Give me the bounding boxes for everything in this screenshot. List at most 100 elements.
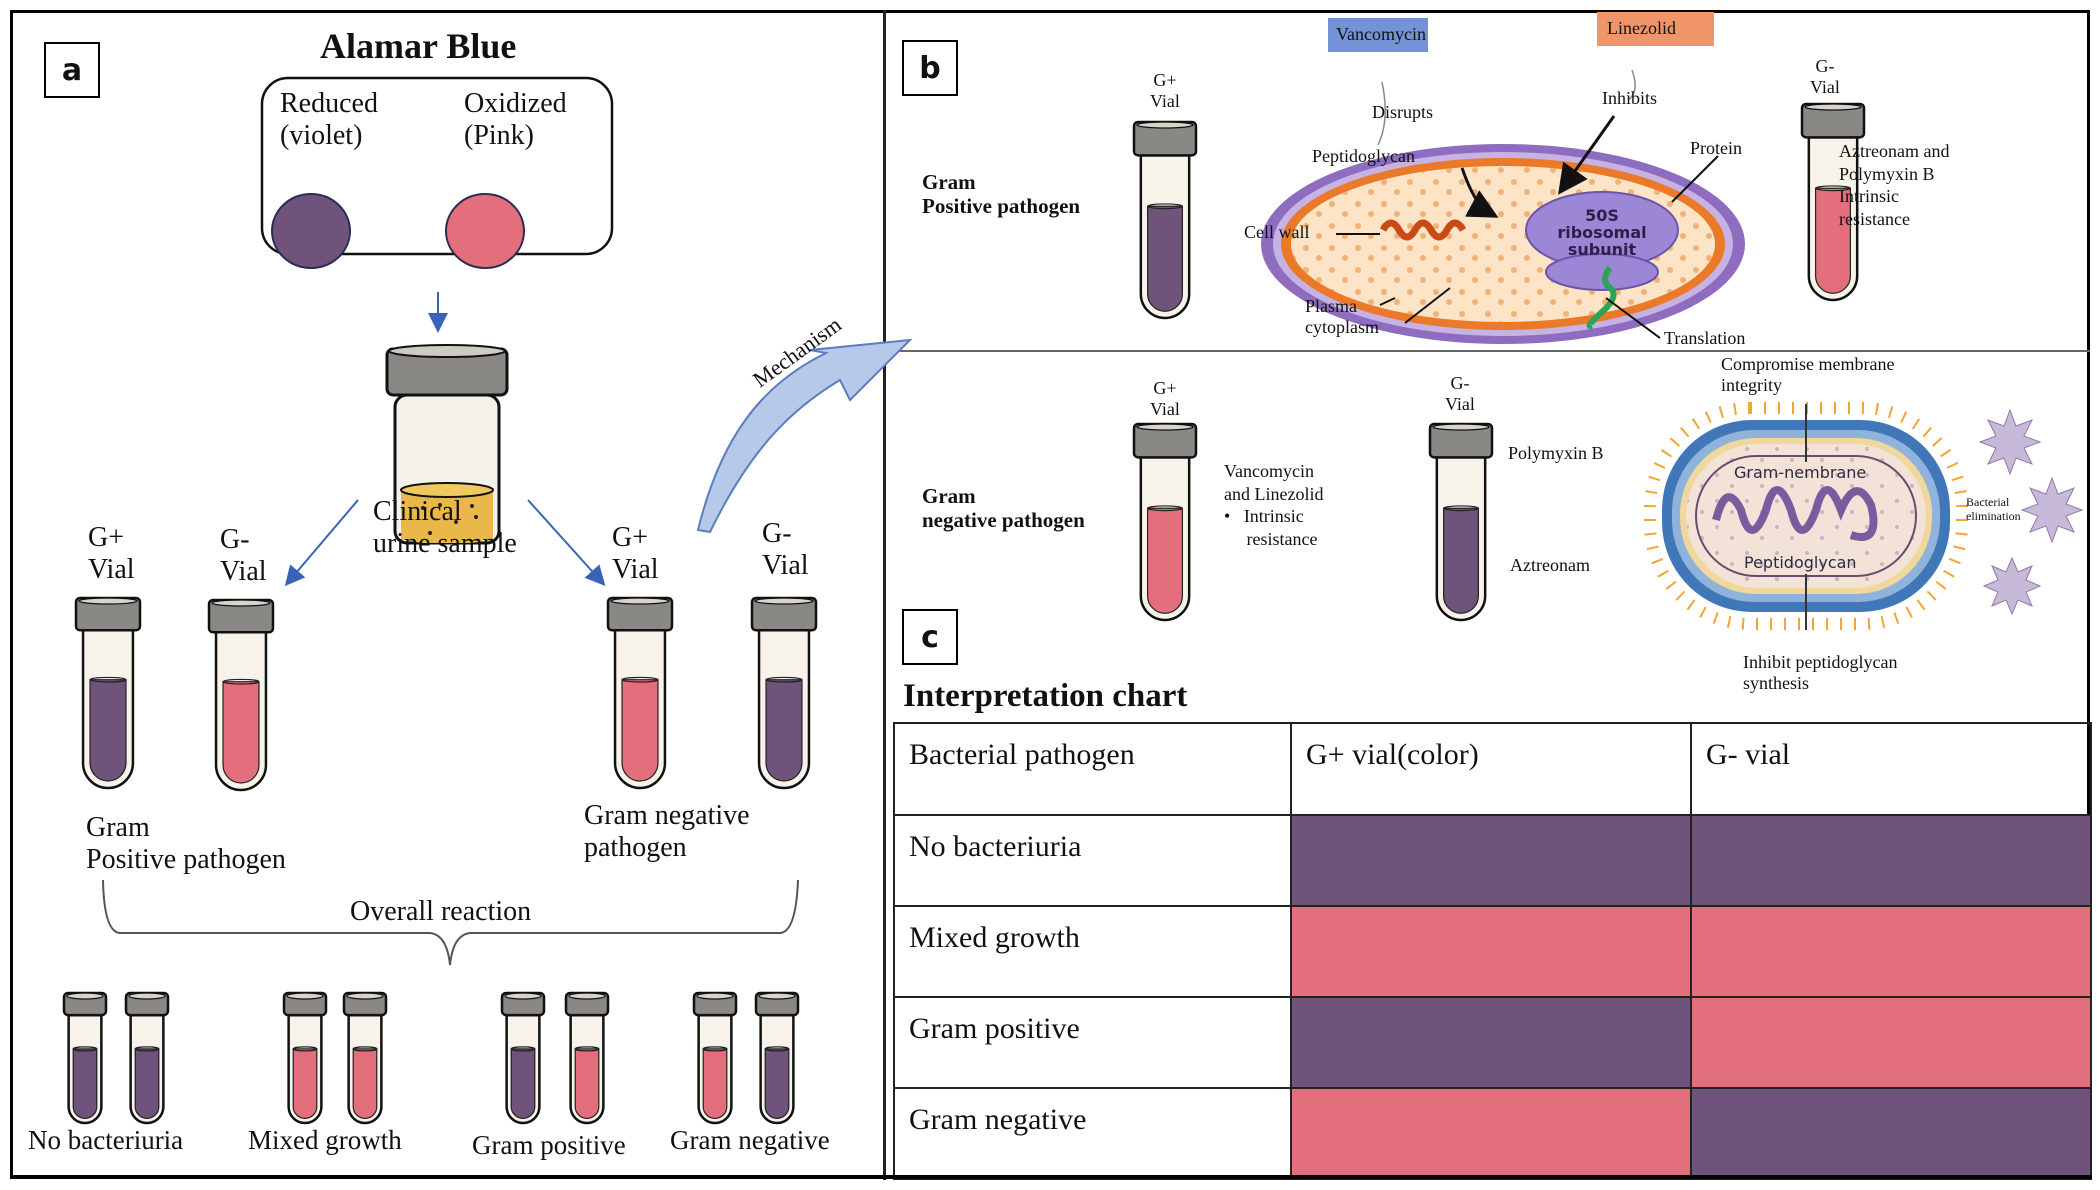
panel-divider-vertical bbox=[883, 10, 886, 1180]
translation-leader bbox=[1605, 297, 1661, 339]
peptidoglycan-label: Peptidoglycan bbox=[1312, 146, 1415, 166]
inhibits-arrow bbox=[1558, 115, 1616, 195]
outcome-0-gneg-vial bbox=[124, 991, 170, 1125]
table-row: No bacteriuria bbox=[893, 814, 2092, 907]
mechanism-arrow bbox=[696, 338, 913, 534]
outcome-1-gpos-vial bbox=[282, 991, 328, 1125]
table-row: Mixed growth bbox=[893, 905, 2092, 998]
right-gneg-vial-label: G-Vial bbox=[762, 518, 809, 582]
polymyxin-label: Polymyxin B bbox=[1508, 443, 1604, 463]
b2-gneg-vial bbox=[1428, 422, 1494, 622]
aztreonam-label: Aztreonam bbox=[1510, 555, 1590, 575]
header-cell: Bacterial pathogen bbox=[893, 722, 1292, 816]
panel-label-c: c bbox=[902, 609, 958, 665]
split-arrow-right bbox=[527, 499, 606, 586]
outcome-3-gpos-vial bbox=[692, 991, 738, 1125]
vial-right-gneg bbox=[750, 596, 818, 790]
pathogen-cell: Gram positive bbox=[893, 996, 1292, 1089]
plasma-leader-2 bbox=[1404, 287, 1451, 324]
protein-leader bbox=[1671, 155, 1719, 203]
outcome-1-gneg-vial bbox=[342, 991, 388, 1125]
outcome-label-1: Mixed growth bbox=[248, 1125, 402, 1155]
alamar-blue-title: Alamar Blue bbox=[320, 26, 517, 66]
gram-negative-cell-icon bbox=[1644, 402, 1968, 630]
oxidized-label: Oxidized(Pink) bbox=[464, 88, 567, 152]
b2-gpos-vial-label: G+Vial bbox=[1150, 378, 1180, 419]
table-row: Gram positive bbox=[893, 996, 2092, 1089]
b-gpos-vial-label: G+Vial bbox=[1150, 70, 1180, 111]
panel-label-a: a bbox=[44, 42, 100, 98]
vancomycin-box: Vancomycin bbox=[1328, 18, 1428, 52]
vial-left-gpos bbox=[74, 596, 142, 790]
pathogen-cell: Gram negative bbox=[893, 1087, 1292, 1180]
panel-label-b: b bbox=[902, 40, 958, 96]
inhibits-connector bbox=[1627, 69, 1636, 101]
left-gneg-vial-label: G-Vial bbox=[220, 524, 267, 588]
overall-reaction-label: Overall reaction bbox=[350, 896, 532, 927]
gneg-color-cell bbox=[1690, 814, 2092, 907]
gpos-color-cell bbox=[1290, 905, 1692, 998]
reduced-dot bbox=[271, 193, 351, 269]
interpretation-table: Bacterial pathogen G+ vial(color) G- via… bbox=[893, 722, 2092, 1180]
vial-left-gneg bbox=[207, 598, 275, 792]
outcome-label-3: Gram negative bbox=[670, 1125, 830, 1155]
right-gpos-vial-label: G+Vial bbox=[612, 522, 659, 586]
outcome-2-gpos-vial bbox=[500, 991, 546, 1125]
linezolid-box: Linezolid bbox=[1597, 12, 1714, 46]
pathogen-cell: Mixed growth bbox=[893, 905, 1292, 998]
outcome-0-gpos-vial bbox=[62, 991, 108, 1125]
b2-gpos-vial bbox=[1132, 422, 1198, 622]
reduced-label: Reduced(violet) bbox=[280, 88, 378, 152]
header-cell: G+ vial(color) bbox=[1290, 722, 1692, 816]
interpretation-chart-title: Interpretation chart bbox=[903, 678, 1188, 714]
gneg-color-cell bbox=[1690, 905, 2092, 998]
header-cell: G- vial bbox=[1690, 722, 2092, 816]
outcome-label-2: Gram positive bbox=[472, 1130, 626, 1160]
disrupts-label: Disrupts bbox=[1372, 102, 1434, 122]
b-gneg-vial bbox=[1800, 102, 1866, 302]
cell-wall-label: Cell wall bbox=[1244, 222, 1310, 242]
b-gpos-vial bbox=[1132, 120, 1198, 320]
outcome-label-0: No bacteriuria bbox=[28, 1125, 184, 1155]
split-arrow-left bbox=[284, 499, 359, 587]
disrupts-arrow bbox=[1460, 167, 1499, 218]
b-gneg-vial-label: G-Vial bbox=[1810, 56, 1840, 97]
figure-bottom-border bbox=[10, 1175, 2092, 1179]
protein-label: Protein bbox=[1690, 138, 1742, 158]
left-gpos-vial-label: G+Vial bbox=[88, 522, 135, 586]
vial-right-gpos bbox=[606, 596, 674, 790]
outcome-3-gneg-vial bbox=[754, 991, 800, 1125]
inhibits-label: Inhibits bbox=[1602, 88, 1658, 108]
disrupts-connector bbox=[1377, 81, 1386, 146]
gram-membrane-label: Gram-nembrane bbox=[1734, 463, 1867, 482]
table-header-row: Bacterial pathogen G+ vial(color) G- via… bbox=[893, 722, 2092, 816]
panel-divider-horizontal bbox=[886, 350, 2090, 352]
gpos-color-cell bbox=[1290, 814, 1692, 907]
outcome-2-gneg-vial bbox=[564, 991, 610, 1125]
gneg-color-cell bbox=[1690, 1087, 2092, 1180]
b2-gneg-vial-label: G-Vial bbox=[1445, 373, 1475, 414]
translation-label: Translation bbox=[1664, 328, 1746, 348]
gneg-color-cell bbox=[1690, 996, 2092, 1089]
urine-jar-icon bbox=[385, 344, 509, 545]
alamar-blue-box bbox=[260, 76, 614, 256]
pathogen-cell: No bacteriuria bbox=[893, 814, 1292, 907]
overall-brace bbox=[102, 879, 799, 966]
oxidized-dot bbox=[445, 193, 525, 269]
plasma-leader-1 bbox=[1379, 297, 1396, 306]
gpos-color-cell bbox=[1290, 996, 1692, 1089]
table-row: Gram negative bbox=[893, 1087, 2092, 1180]
